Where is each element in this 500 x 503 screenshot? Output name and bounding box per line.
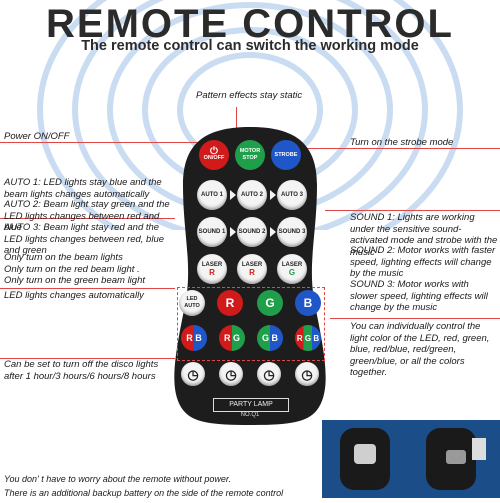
sound2-note: SOUND 2: Motor works with faster speed, … [350, 245, 496, 279]
battery-inset-photo [322, 420, 500, 498]
clock-icon: ◷ [187, 366, 199, 382]
auto2-note: AUTO 2: Beam light stay green and the LE… [4, 199, 170, 233]
remote-side-illustration [322, 420, 500, 498]
power-button[interactable]: ⏻ON/OFF [199, 140, 229, 170]
strobe-line [300, 148, 500, 149]
auto3-note: AUTO 3: Beam light stay red and the LED … [4, 222, 165, 256]
arrow-icon [270, 227, 276, 237]
page-title: REMOTE CONTROL [46, 2, 454, 46]
sound3-button[interactable]: SOUND 3 [277, 217, 307, 247]
led-auto-note: LED lights changes automatically [4, 290, 144, 301]
individual-line [330, 318, 500, 319]
green-blue-button[interactable]: G B [257, 325, 283, 351]
strobe-button[interactable]: STROBE [271, 140, 301, 170]
arrow-icon [230, 227, 236, 237]
strobe-note: Turn on the strobe mode [350, 137, 454, 148]
clock-icon: ◷ [263, 366, 275, 382]
power-line [0, 142, 200, 143]
model-label: NO.Q1 [240, 412, 260, 418]
red-led-button[interactable]: R [217, 290, 243, 316]
timer-2-button[interactable]: ◷ [219, 362, 243, 386]
sound1-button[interactable]: SOUND 1 [197, 217, 227, 247]
green-beam-note: Only turn on the green beam light [4, 275, 146, 286]
sound-line [325, 210, 500, 211]
timer-note: Can be set to turn off the disco lights … [4, 359, 159, 382]
timer-3-button[interactable]: ◷ [257, 362, 281, 386]
power-icon: ⏻ [210, 146, 218, 157]
individual-note: You can individually control the light c… [350, 321, 490, 378]
green-led-button[interactable]: G [257, 290, 283, 316]
sound3-note: SOUND 3: Motor works with slower speed, … [350, 279, 488, 313]
clock-icon: ◷ [225, 366, 237, 382]
auto1-note: AUTO 1: LED lights stay blue and the bea… [4, 177, 162, 200]
clock-icon: ◷ [301, 366, 313, 382]
beam-line [0, 288, 175, 289]
auto1-button[interactable]: AUTO 1 [197, 180, 227, 210]
color-group-box [177, 287, 325, 361]
sound1-note: SOUND 1: Lights are working under the se… [350, 212, 498, 258]
motor-stop-button[interactable]: MOTOR STOP [235, 140, 265, 170]
pattern-static-note: Pattern effects stay static [196, 90, 303, 101]
red-green-button[interactable]: R G [219, 325, 245, 351]
page-subtitle: The remote control can switch the workin… [81, 38, 419, 54]
timer-4-button[interactable]: ◷ [295, 362, 319, 386]
pattern-line [236, 107, 237, 142]
auto2-button[interactable]: AUTO 2 [237, 180, 267, 210]
blue-led-button[interactable]: B [295, 290, 321, 316]
timer-line [0, 358, 175, 359]
arrow-icon [230, 190, 236, 200]
arrow-icon [270, 190, 276, 200]
beam-only-note: Only turn on the beam lights [4, 252, 123, 263]
auto-line [0, 218, 175, 219]
timer-1-button[interactable]: ◷ [181, 362, 205, 386]
auto3-button[interactable]: AUTO 3 [277, 180, 307, 210]
remote-control: ⏻ON/OFF MOTOR STOP STROBE AUTO 1 AUTO 2 … [167, 125, 334, 425]
sound2-button[interactable]: SOUND 2 [237, 217, 267, 247]
red-blue-button[interactable]: R B [181, 325, 207, 351]
led-auto-button[interactable]: LED AUTO [179, 290, 205, 316]
power-note: Power ON/OFF [4, 131, 70, 142]
red-beam-note: Only turn on the red beam light . [4, 264, 140, 275]
battery-note-1: You don' t have to worry about the remot… [4, 474, 232, 484]
all-colors-button[interactable]: R G B [295, 325, 321, 351]
battery-note-2: There is an additional backup battery on… [4, 488, 284, 498]
brand-label: PARTY LAMP [213, 398, 289, 412]
